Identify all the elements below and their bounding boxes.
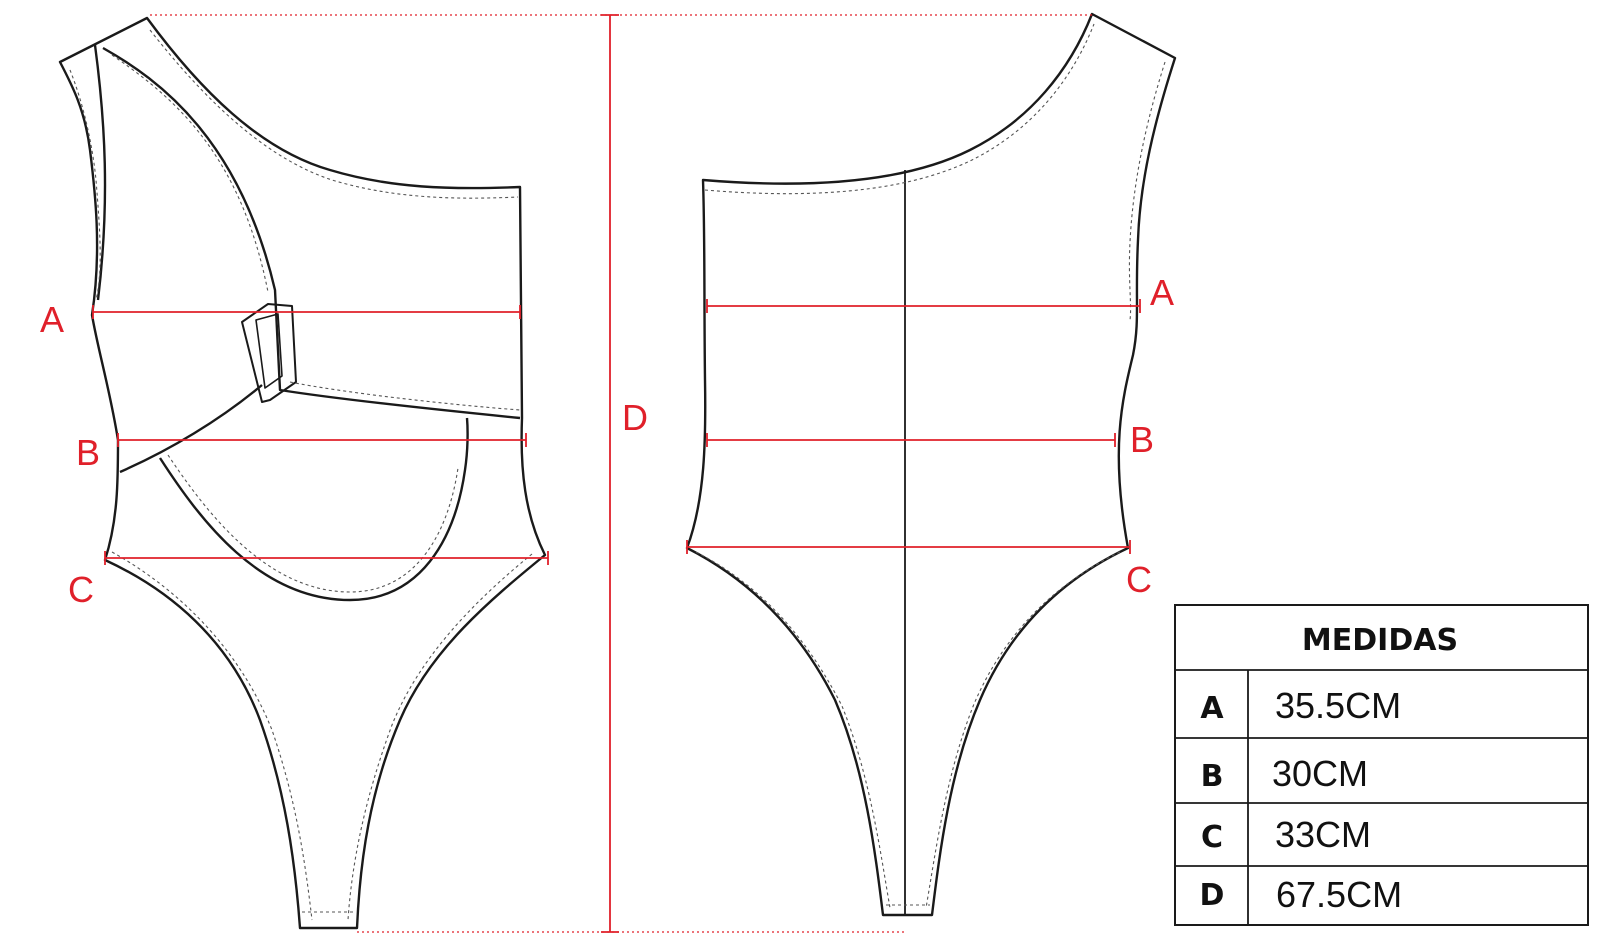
back-label-A: A	[1150, 272, 1174, 313]
front-label-B: B	[76, 432, 100, 473]
front-stitch-band	[289, 381, 521, 411]
table-key: A	[1200, 691, 1224, 726]
measurements-table: MEDIDAS A 35.5CM B 30CM C 33CM D 67.5CM	[1174, 604, 1589, 926]
back-label-C: C	[1126, 559, 1152, 600]
table-key: B	[1201, 759, 1224, 794]
back-label-B: B	[1130, 419, 1154, 460]
back-stitch-leg-left	[695, 551, 891, 909]
front-label-C: C	[68, 569, 94, 610]
front-cutout-upper	[102, 46, 521, 420]
table-key: C	[1201, 820, 1223, 855]
front-view	[58, 16, 547, 930]
table-value: 33CM	[1275, 814, 1371, 855]
front-stitch-leg-left	[111, 551, 313, 921]
front-cutout-oval	[158, 417, 469, 602]
buckle-icon	[241, 303, 297, 403]
front-cutout-lower-strap	[119, 384, 263, 474]
front-armhole-binding	[93, 44, 107, 301]
front-stitch-leg-right	[347, 553, 533, 921]
front-stitch-oval	[167, 454, 459, 593]
table-key: D	[1200, 878, 1225, 913]
table-value: 35.5CM	[1275, 685, 1401, 726]
back-body-outline	[685, 12, 1177, 917]
table-title: MEDIDAS	[1302, 623, 1458, 658]
back-stitching	[695, 23, 1166, 909]
center-label-D: D	[622, 397, 648, 438]
front-body-outline	[58, 16, 547, 930]
table-value: 67.5CM	[1276, 874, 1402, 915]
back-stitch-neck	[704, 23, 1095, 195]
table-border	[1174, 604, 1589, 926]
table-value: 30CM	[1272, 753, 1368, 794]
front-stitch-neck	[149, 29, 519, 199]
front-label-A: A	[40, 299, 64, 340]
front-stitch-armhole	[69, 69, 101, 301]
back-stitch-armhole	[1128, 61, 1166, 321]
front-stitch-cutout-inner	[111, 54, 269, 293]
dotted-guides	[150, 14, 1092, 933]
measurement-lines	[92, 14, 1141, 933]
back-view	[685, 12, 1177, 917]
back-stitch-leg-right	[925, 551, 1121, 909]
front-stitching	[69, 29, 533, 921]
buckle-inner	[255, 313, 283, 389]
